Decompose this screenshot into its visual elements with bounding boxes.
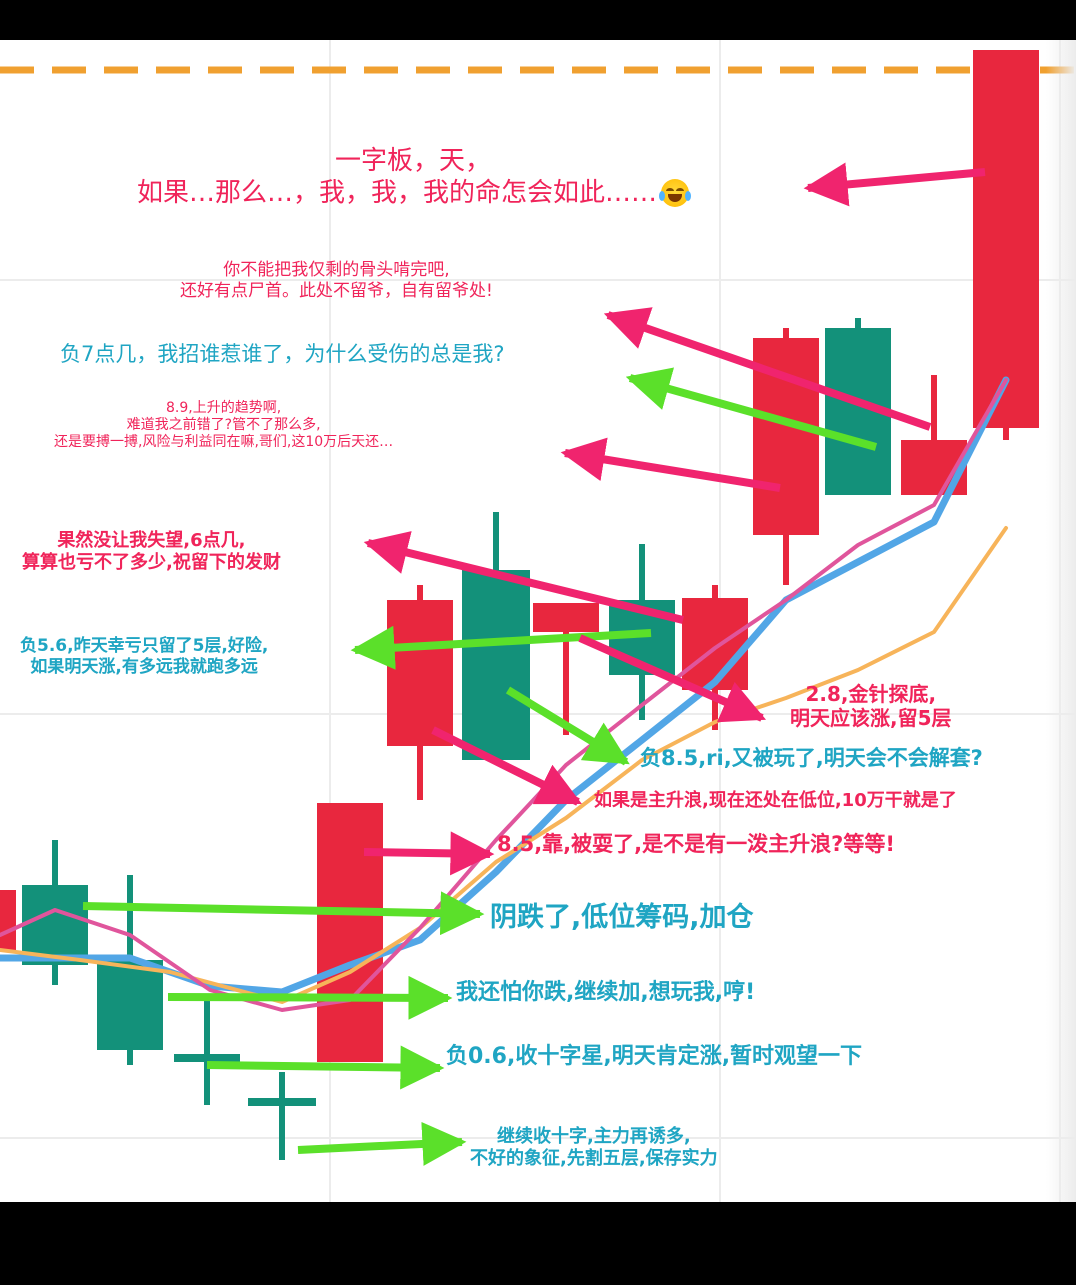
annotation-cut-five: 继续收十字,主力再诱多, 不好的象征,先割五层,保存实力 <box>470 1126 718 1169</box>
moving-averages <box>0 376 1010 1012</box>
annotation-minus-5-6: 负5.6,昨天幸亏只留了5层,好险, 如果明天涨,有多远我就跑多远 <box>20 636 269 677</box>
candle <box>22 840 88 985</box>
annotation-bones: 你不能把我仅剩的骨头啃完吧, 还好有点尸首。此处不留爷，自有留爷处! <box>180 260 493 301</box>
candle-body <box>174 1054 240 1062</box>
annotation-arrow <box>82 891 485 936</box>
annotation-arrow <box>560 437 781 492</box>
ma-line-blue <box>0 376 1010 996</box>
candle-body <box>533 603 599 632</box>
annotation-arrow <box>431 726 582 806</box>
annotation-arrow <box>363 531 684 624</box>
candle <box>533 603 599 735</box>
annotation-8-9: 8.9,上升的趋势啊, 难道我之前错了?管不了那么多, 还是要搏一搏,风险与利益… <box>54 400 394 451</box>
chart-canvas <box>0 40 1076 1202</box>
candle-body <box>317 803 383 1062</box>
annotation-arrows <box>82 162 986 1166</box>
candle <box>0 890 16 950</box>
candle-body <box>387 600 453 746</box>
candle-body <box>973 50 1039 428</box>
candle <box>317 803 383 1062</box>
annotation-arrow <box>803 162 986 207</box>
annotation-arrow <box>350 625 652 670</box>
annotation-arrow <box>505 686 630 766</box>
annotation-minus-7: 负7点几，我招谁惹谁了，为什么受伤的总是我? <box>60 342 505 366</box>
ma-line-pink <box>0 378 1008 1012</box>
annotation-doji-star: 负0.6,收十字星,明天肯定涨,暂时观望一下 <box>446 1044 863 1069</box>
annotation-arrow <box>206 1045 445 1090</box>
candle <box>174 1000 240 1105</box>
annotation-arrow <box>297 1121 467 1166</box>
annotation-arrow <box>603 307 932 431</box>
annotation-arrow <box>167 975 453 1020</box>
annotation-minus-8-5: 负8.5,ri,又被玩了,明天会不会解套? <box>640 746 983 770</box>
candle <box>248 1072 316 1160</box>
candle-body <box>682 598 748 690</box>
annotation-main-wave: 如果是主升浪,现在还处在低位,10万干就是了 <box>594 790 957 811</box>
candle <box>462 512 530 760</box>
candle-body <box>462 570 530 760</box>
candle <box>973 50 1039 440</box>
candle-body <box>97 960 163 1050</box>
annotation-limit-up: 一字板，天， 如果…那么…，我，我，我的命怎会如此…… <box>137 146 692 209</box>
annotation-arrow <box>363 831 495 876</box>
annotation-2-8: 2.8,金针探底, 明天应该涨,留5层 <box>790 682 952 731</box>
annotation-arrow <box>578 634 767 723</box>
annotation-8-5: 8.5,靠,被耍了,是不是有一泼主升浪?等等! <box>497 832 895 856</box>
laughing-crying-emoji <box>659 179 692 208</box>
annotation-arrow <box>625 367 878 451</box>
candlestick-chart: 一字板，天， 如果…那么…，我，我，我的命怎会如此…… 你不能把我仅剩的骨头啃完… <box>0 40 1076 1202</box>
candle-body <box>248 1098 316 1106</box>
candle <box>682 585 748 730</box>
annotation-6-points: 果然没让我失望,6点几, 算算也亏不了多少,祝留下的发财 <box>22 530 281 573</box>
candle-body <box>0 890 16 950</box>
candle-body <box>22 885 88 965</box>
annotation-keep-adding: 我还怕你跌,继续加,想玩我,哼! <box>456 980 756 1005</box>
candle <box>387 585 453 800</box>
annotation-add-position: 阴跌了,低位筹码,加仓 <box>490 902 754 933</box>
